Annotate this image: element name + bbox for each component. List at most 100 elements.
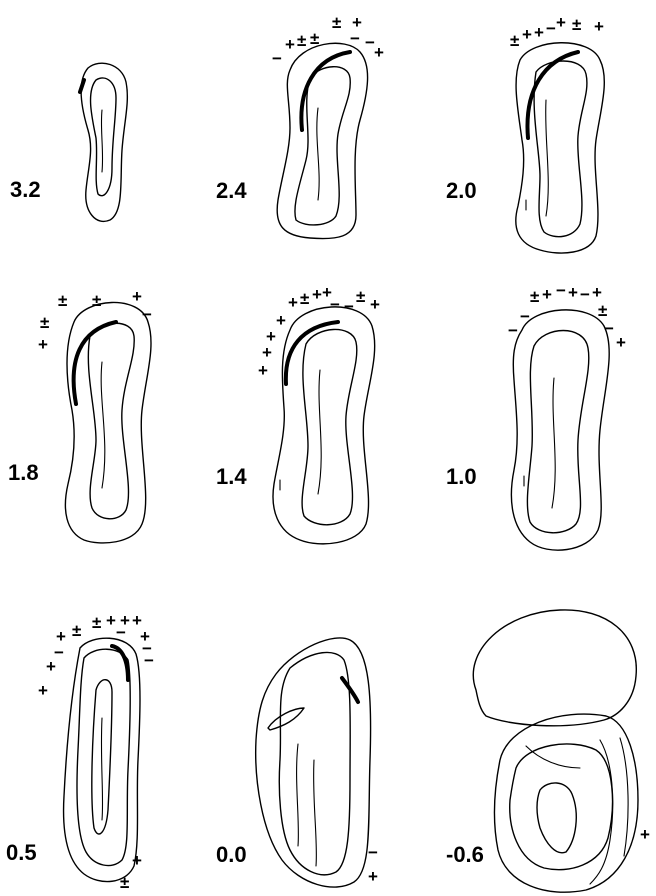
section-0-0-midline-b — [314, 760, 317, 866]
section-2-4-inner — [295, 67, 350, 225]
symbol-plus: + — [288, 293, 298, 312]
section-1-0-outline — [511, 310, 609, 550]
section-3-2-lesion — [80, 80, 84, 92]
symbol-plus: + — [370, 295, 380, 314]
symbol-plusminus: ± — [510, 31, 519, 50]
section-3-2-inner — [91, 78, 116, 196]
symbol-plus: + — [592, 283, 602, 302]
symbol-minus: − — [350, 29, 360, 48]
symbol-plus: + — [368, 867, 378, 886]
section-2-4-outline — [277, 43, 367, 238]
symbol-plus: + — [568, 283, 578, 302]
symbol-minus: − — [144, 651, 154, 670]
symbol-plusminus: ± — [598, 301, 607, 320]
section-0-0-outline — [256, 638, 371, 887]
section-0-5: 0.5 + ± ± + − + + + − − − + + + ± — [6, 611, 154, 892]
section-0-5-lesion — [112, 646, 128, 680]
symbol-plusminus: ± — [92, 613, 101, 632]
symbol-plusminus: ± — [58, 291, 67, 310]
symbol-plus: + — [132, 851, 142, 870]
section-2-4-label: 2.4 — [216, 178, 247, 203]
symbol-plus: + — [276, 311, 286, 330]
section-0-0-label: 0.0 — [216, 842, 247, 867]
symbol-minus: − — [142, 305, 152, 324]
section-minus-0-6-cortex — [473, 610, 636, 726]
section-0-5-label: 0.5 — [6, 840, 37, 865]
section-minus-0-6-fold-b — [620, 738, 628, 856]
symbol-plus: + — [616, 333, 626, 352]
symbol-minus: − — [272, 49, 282, 68]
symbol-plus: + — [38, 681, 48, 700]
symbol-plusminus: ± — [40, 313, 49, 332]
section-2-0: 2.0 ± + + − + ± + — [446, 13, 604, 253]
section-minus-0-6: -0.6 + — [446, 610, 650, 892]
section-1-0: 1.0 − − ± + − + − + ± − + — [446, 281, 626, 550]
section-minus-0-6-label: -0.6 — [446, 842, 484, 867]
symbol-plusminus: ± — [332, 13, 341, 32]
section-3-2-outline — [81, 63, 127, 221]
section-1-0-inner — [527, 331, 588, 533]
symbol-plusminus: ± — [72, 621, 81, 640]
symbol-minus: − — [344, 297, 354, 316]
section-0-0-lobe — [268, 708, 304, 730]
section-0-0: 0.0 − + — [216, 638, 378, 887]
symbol-plus: + — [522, 25, 532, 44]
section-minus-0-6-ring — [510, 744, 613, 870]
symbol-plus: + — [640, 825, 650, 844]
section-1-0-midline — [552, 378, 555, 508]
section-3-2-midline — [101, 110, 102, 172]
section-2-0-midline — [546, 100, 549, 216]
section-minus-0-6-fold-a — [590, 740, 613, 884]
section-1-4: 1.4 + ± + + − − ± + + + + + — [216, 283, 380, 544]
section-1-8-lesion — [74, 322, 116, 404]
section-1-4-outline — [273, 307, 375, 544]
section-1-4-lesion — [286, 322, 338, 384]
section-0-0-symbols: − + — [368, 843, 378, 886]
symbol-plus: + — [258, 361, 268, 380]
symbol-minus: − — [520, 307, 530, 326]
symbol-plus: + — [285, 35, 295, 54]
symbol-plusminus: ± — [530, 287, 539, 306]
section-minus-0-6-symbols: + — [640, 825, 650, 844]
section-2-0-label: 2.0 — [446, 178, 477, 203]
symbol-plus: + — [120, 611, 130, 630]
symbol-minus: − — [330, 295, 340, 314]
symbol-plusminus: ± — [572, 15, 581, 34]
symbol-plus: + — [38, 335, 48, 354]
section-1-4-symbols: + ± + + − − ± + + + + + — [258, 283, 380, 380]
symbol-plus: + — [594, 17, 604, 36]
section-1-4-inner — [302, 329, 357, 524]
section-1-4-label: 1.4 — [216, 464, 247, 489]
section-1-0-label: 1.0 — [446, 464, 477, 489]
symbol-plus: + — [534, 23, 544, 42]
symbol-minus: − — [556, 281, 566, 300]
symbol-minus: − — [546, 19, 556, 38]
section-1-8-outline — [65, 302, 151, 543]
symbol-plusminus: ± — [356, 287, 365, 306]
symbol-plus: + — [262, 343, 272, 362]
symbol-minus: − — [368, 843, 378, 862]
section-minus-0-6-body — [494, 714, 638, 892]
section-3-2: 3.2 — [10, 63, 127, 221]
symbol-minus: − — [604, 319, 614, 338]
symbol-plusminus: ± — [297, 31, 306, 50]
symbol-plus: + — [556, 13, 566, 32]
section-0-5-mid — [77, 649, 130, 865]
section-1-8-symbols: ± ± ± + − + — [38, 287, 152, 354]
section-0-0-midline-a — [297, 744, 299, 846]
section-2-0-inner — [534, 61, 587, 237]
symbol-plus: + — [106, 611, 116, 630]
section-2-0-outline — [516, 43, 605, 253]
symbol-plus: + — [312, 285, 322, 304]
section-2-4: 2.4 − + ± ± ± + − − + — [216, 13, 384, 239]
symbol-plus: + — [374, 43, 384, 62]
section-1-8: 1.8 ± ± ± + − + — [8, 287, 152, 543]
symbol-plus: + — [132, 287, 142, 306]
symbol-minus: − — [580, 285, 590, 304]
symbol-plus: + — [542, 285, 552, 304]
symbol-plusminus: ± — [310, 29, 319, 48]
section-1-4-midline — [318, 370, 321, 494]
symbol-plus: + — [46, 657, 56, 676]
